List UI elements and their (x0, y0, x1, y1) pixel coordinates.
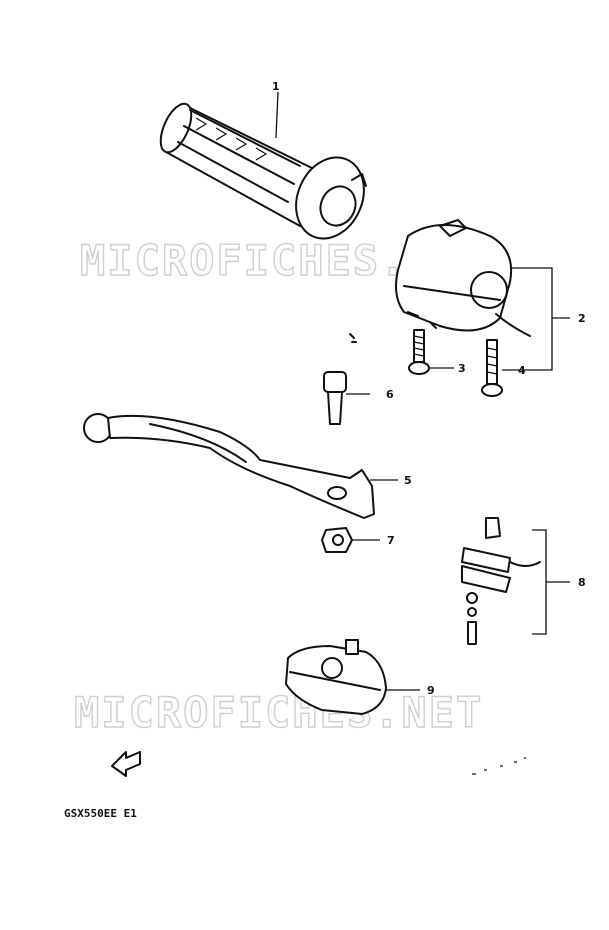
part-switch-cover (285, 639, 387, 715)
watermark-bottom: MICROFICHES.NET (74, 688, 483, 737)
callout-8: 8 (578, 576, 586, 589)
part-switch-assembly (461, 517, 541, 645)
part-switch-housing (395, 219, 531, 337)
callout-5: 5 (404, 474, 412, 487)
callout-4: 4 (518, 364, 526, 377)
callout-7: 7 (387, 534, 395, 547)
front-arrow-icon (111, 751, 141, 777)
part-grip (159, 102, 367, 240)
callout-9: 9 (427, 684, 435, 697)
callout-6: 6 (386, 388, 394, 401)
small-dots (349, 333, 357, 343)
model-code: GSX550EE E1 (64, 807, 137, 820)
part-nut (321, 527, 353, 553)
part-screw-long (481, 339, 503, 397)
callout-1: 1 (272, 80, 280, 93)
part-lever (83, 413, 375, 519)
specks (472, 757, 526, 775)
part-pivot-bolt (323, 371, 347, 425)
part-screw-short (408, 329, 430, 375)
leader-lines (275, 91, 570, 691)
callout-3: 3 (458, 362, 466, 375)
callout-2: 2 (578, 312, 586, 325)
